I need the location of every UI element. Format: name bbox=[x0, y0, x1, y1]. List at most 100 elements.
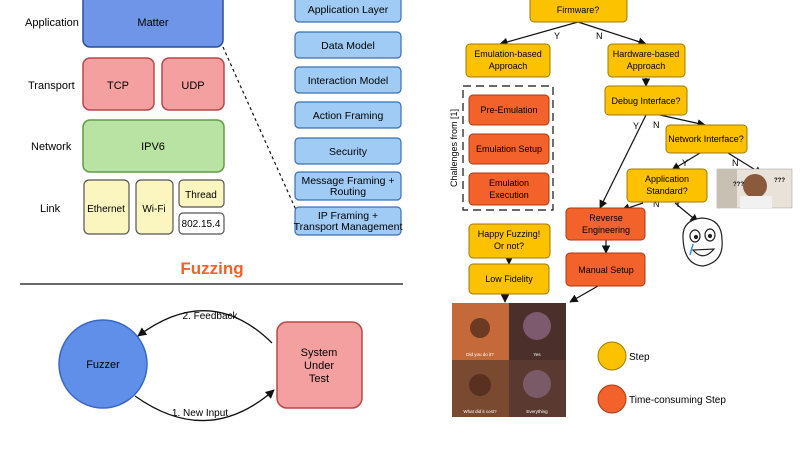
happy-fuzzing-line1: Happy Fuzzing! bbox=[478, 229, 541, 239]
legend-step-swatch bbox=[597, 341, 627, 371]
edge-label-n-debug: N bbox=[653, 120, 660, 130]
matter-box bbox=[82, 0, 224, 48]
hardware-approach-line2: Approach bbox=[627, 61, 666, 71]
row-label-network: Network bbox=[31, 141, 72, 153]
edge-label-y-debug: Y bbox=[633, 121, 639, 131]
legend: Step Time-consuming Step bbox=[597, 341, 726, 414]
row-label-application: Application bbox=[25, 17, 79, 29]
emulation-setup-box bbox=[468, 133, 550, 165]
edge-label-y-network: Y bbox=[682, 158, 688, 168]
legend-step-label: Step bbox=[629, 352, 650, 363]
wifi-label: Wi-Fi bbox=[142, 204, 165, 215]
confused-person-image: ??? ??? bbox=[716, 168, 793, 209]
edge-label-n-firmware: N bbox=[596, 31, 603, 41]
arrow-debug-to-network bbox=[659, 114, 706, 128]
meme-caption-3: What did it cost? bbox=[463, 409, 497, 414]
ethernet-label: Ethernet bbox=[87, 204, 125, 215]
four-panel-meme-image: Did you do it? Yes What did it cost? Eve… bbox=[452, 303, 566, 417]
sut-label-2: Under bbox=[304, 360, 334, 372]
udp-label: UDP bbox=[181, 80, 204, 92]
hardware-approach-box bbox=[607, 43, 686, 78]
ipv6-label: IPV6 bbox=[141, 141, 165, 153]
low-fidelity-box bbox=[468, 263, 550, 295]
thread-box bbox=[178, 179, 225, 208]
meme-caption-2: Yes bbox=[533, 352, 541, 357]
arrow-firmware-to-hardware bbox=[577, 21, 647, 46]
emulation-setup-label: Emulation Setup bbox=[476, 144, 542, 154]
zoom-dashed-line bbox=[222, 46, 297, 211]
matter-layer-label-6-2: Routing bbox=[330, 186, 366, 198]
flow-arrows bbox=[499, 21, 763, 303]
sut-label-1: System bbox=[301, 347, 338, 359]
ieee-802154-label: 802.15.4 bbox=[182, 219, 221, 230]
legend-time-swatch bbox=[597, 384, 627, 414]
emulation-execution-box bbox=[468, 172, 550, 206]
matter-layer-box-1 bbox=[294, 0, 402, 23]
app-standard-line2: Standard? bbox=[646, 186, 688, 196]
matter-layer-label-7-1: IP Framing + bbox=[318, 210, 378, 222]
question-marks-left: ??? bbox=[733, 182, 744, 188]
manual-setup-label: Manual Setup bbox=[578, 265, 634, 275]
pre-emulation-box bbox=[468, 94, 550, 126]
meme-caption-1: Did you do it? bbox=[466, 352, 494, 357]
happy-fuzzing-line2: Or not? bbox=[494, 241, 524, 251]
arrow-firmware-to-emulation bbox=[499, 21, 579, 46]
matter-layer-label-7-2: Transport Management bbox=[294, 221, 403, 233]
tcp-label: TCP bbox=[107, 80, 129, 92]
hardware-approach-line1: Hardware-based bbox=[613, 49, 680, 59]
sut-box bbox=[276, 321, 363, 409]
manual-setup-box bbox=[565, 252, 646, 287]
app-standard-box bbox=[626, 168, 708, 203]
protocol-stack: Application Transport Network Link Matte… bbox=[25, 0, 297, 235]
tcp-box bbox=[82, 57, 155, 111]
emulation-execution-line2: Execution bbox=[489, 190, 529, 200]
legend-time-label: Time-consuming Step bbox=[629, 395, 726, 406]
edge-label-y-firmware: Y bbox=[554, 31, 560, 41]
matter-layer-label-5-1: Security bbox=[329, 146, 368, 158]
row-label-transport: Transport bbox=[28, 80, 75, 92]
row-label-link: Link bbox=[40, 203, 61, 215]
emulation-approach-box bbox=[465, 43, 551, 78]
fuzzer-label: Fuzzer bbox=[86, 359, 120, 371]
feedback-arrow bbox=[137, 310, 273, 344]
fuzzing-title: Fuzzing bbox=[180, 259, 243, 278]
reverse-engineering-box bbox=[565, 207, 646, 241]
matter-label: Matter bbox=[137, 17, 169, 29]
matter-layer-box-7 bbox=[294, 206, 402, 236]
pre-emulation-label: Pre-Emulation bbox=[480, 105, 537, 115]
debug-interface-label: Debug Interface? bbox=[611, 96, 680, 106]
edge-label-n-appstd: N bbox=[653, 199, 660, 209]
challenges-label: Challenges from [1] bbox=[449, 109, 459, 187]
debug-interface-box bbox=[604, 85, 688, 116]
arrow-appstd-to-meme bbox=[674, 202, 699, 223]
happy-rage-face-icon bbox=[682, 217, 723, 267]
ethernet-box bbox=[83, 179, 130, 235]
meme-caption-4: Everything bbox=[526, 409, 548, 414]
emulation-approach-line2: Approach bbox=[489, 61, 528, 71]
matter-layer-label-3-1: Interaction Model bbox=[308, 75, 389, 87]
wifi-box bbox=[135, 179, 174, 235]
flowchart: Y N Y N Y N N Y Firmware? Emulation-base… bbox=[449, 0, 793, 417]
feedback-label: 2. Feedback bbox=[182, 311, 238, 322]
ieee-802154-box bbox=[178, 212, 225, 235]
network-interface-label: Network Interface? bbox=[668, 134, 744, 144]
question-marks-right: ??? bbox=[774, 178, 785, 184]
fuzzing-loop: Fuzzing Fuzzer System Under Test 2. Feed… bbox=[20, 259, 403, 422]
reverse-engineering-line2: Engineering bbox=[582, 225, 630, 235]
sut-label-3: Test bbox=[309, 373, 329, 385]
challenges-group bbox=[462, 85, 554, 211]
matter-layer-label-4-1: Action Framing bbox=[313, 110, 384, 122]
firmware-box bbox=[529, 0, 628, 23]
matter-layer-box-6 bbox=[294, 171, 402, 201]
arrow-manual-to-image bbox=[569, 285, 599, 303]
thread-label: Thread bbox=[185, 190, 217, 201]
new-input-label: 1. New Input bbox=[172, 408, 228, 419]
ipv6-box bbox=[82, 119, 225, 173]
edge-label-y-appstd: Y bbox=[675, 199, 681, 209]
low-fidelity-label: Low Fidelity bbox=[485, 274, 533, 284]
happy-fuzzing-box bbox=[468, 223, 551, 259]
firmware-label: Firmware? bbox=[557, 5, 600, 15]
network-interface-box bbox=[665, 124, 748, 154]
